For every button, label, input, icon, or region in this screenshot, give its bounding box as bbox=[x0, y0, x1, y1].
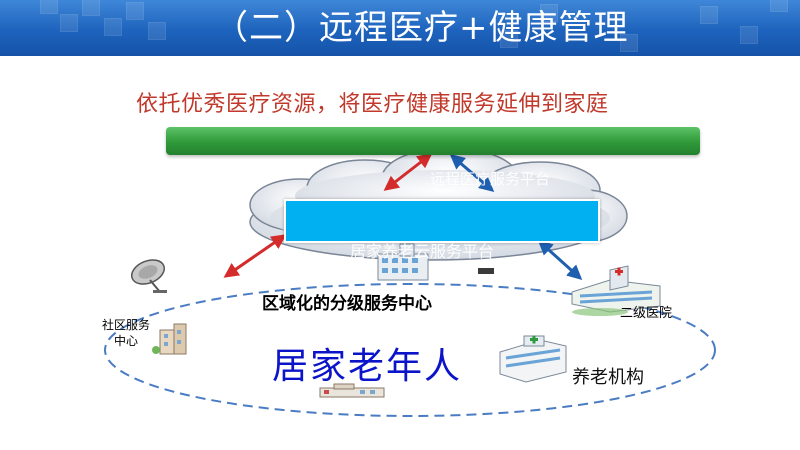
arrow-blue-top bbox=[449, 154, 495, 192]
slide-title: （二）远程医疗+健康管理 bbox=[214, 8, 629, 48]
community-center-label: 社区服务中心 bbox=[101, 318, 150, 348]
arrow-red-top bbox=[383, 153, 433, 191]
regional-center-label: 区域化的分级服务中心 bbox=[262, 294, 432, 314]
clinic-building-icon bbox=[319, 383, 385, 398]
hospital-building-icon bbox=[571, 265, 661, 316]
satellite-dish-icon bbox=[130, 259, 167, 293]
arrow-red-left bbox=[223, 234, 287, 278]
cloud-top-label: 远程医疗服务平台 bbox=[430, 170, 551, 188]
nursing-institution-label: 养老机构 bbox=[572, 367, 644, 388]
subtitle: 依托优秀医疗资源，将医疗健康服务延伸到家庭 bbox=[136, 92, 609, 117]
green-banner-bar bbox=[166, 127, 700, 155]
elderly-home-label: 居家老年人 bbox=[272, 346, 463, 387]
nursing-home-icon bbox=[499, 335, 567, 383]
platform-box bbox=[284, 199, 600, 243]
platform-label: 居家养老云服务平台 bbox=[350, 242, 495, 261]
office-building-icon bbox=[377, 243, 494, 281]
arrow-blue-right bbox=[537, 239, 583, 281]
secondary-hospital-label: 二级医院 bbox=[620, 306, 673, 321]
title-bar: （二）远程医疗+健康管理 bbox=[0, 0, 800, 56]
region-ellipse bbox=[104, 283, 716, 417]
residential-building-icon bbox=[152, 323, 187, 355]
